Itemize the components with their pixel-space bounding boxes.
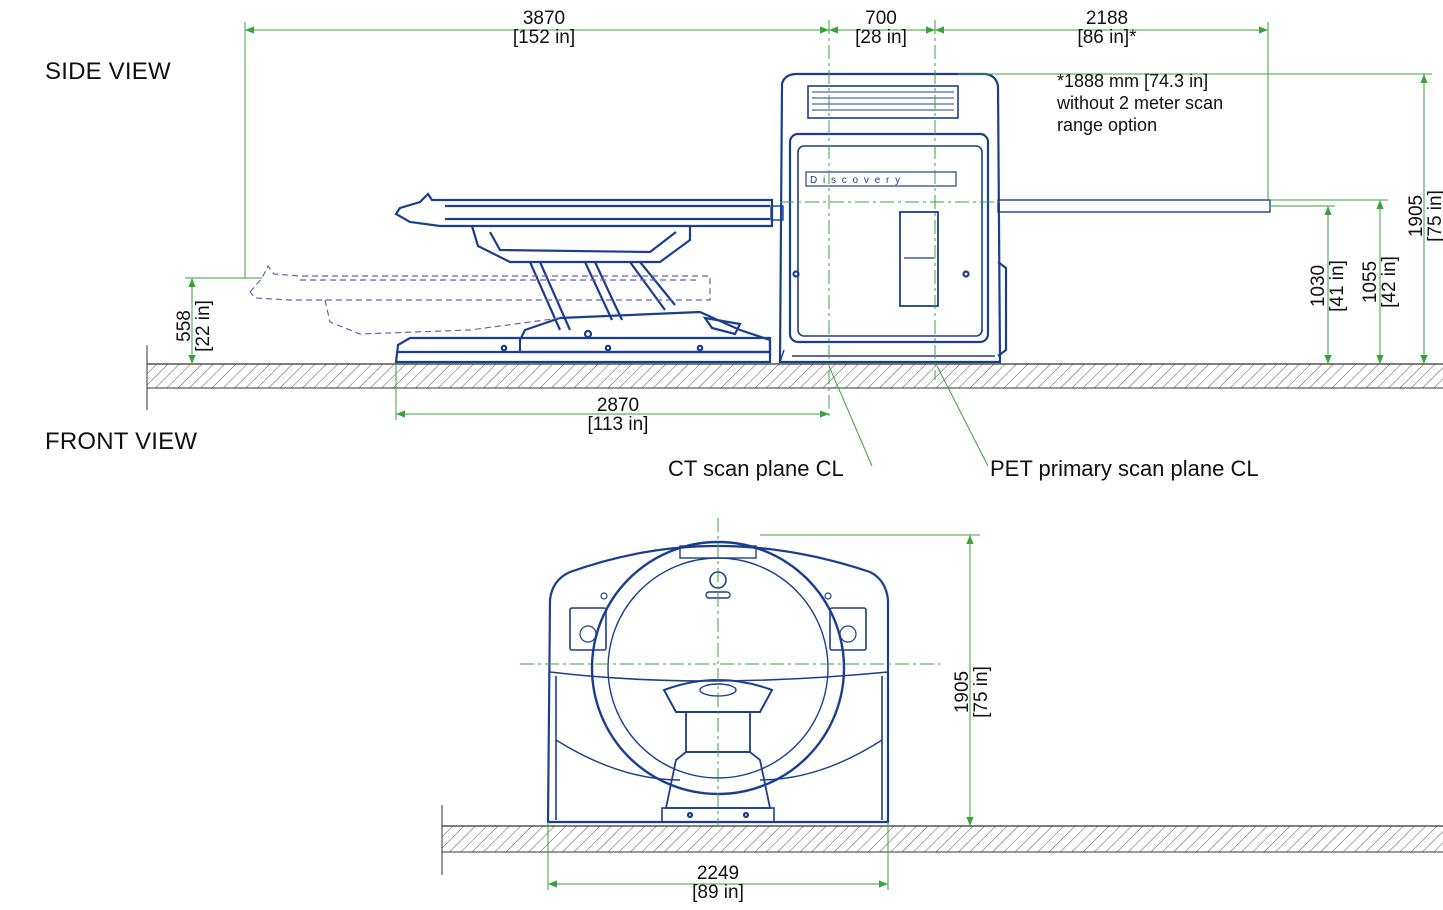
front-view (441, 518, 1443, 890)
dim-base-length-in: [113 in] (587, 414, 649, 435)
dim-scan-plane-gap: 700 [28 in] (841, 9, 921, 47)
dim-table-height-b-in: [42 in] (1379, 256, 1400, 308)
dim-gantry-height-mm: 1905 (1406, 194, 1427, 238)
lowered-table-outline (249, 264, 711, 335)
ct-scan-plane-label: CT scan plane CL (668, 456, 844, 481)
front-dim-width: 2249 [89 in] (673, 864, 763, 902)
dim-overall-length-in: [152 in] (512, 27, 576, 48)
side-floor (146, 345, 1443, 410)
side-view: D i s c o v e r y (146, 72, 1443, 410)
front-floor (441, 805, 1443, 875)
dim-base-length-mm: 2870 (596, 395, 640, 416)
footnote: *1888 mm [74.3 in] without 2 meter scan … (1057, 70, 1223, 136)
front-dim-height-mm: 1905 (952, 670, 973, 714)
front-gantry (546, 540, 890, 824)
gantry-brand: D i s c o v e r y (810, 175, 902, 186)
dim-scan-plane-gap-mm: 700 (865, 8, 897, 29)
dim-gantry-height-in: [75 in] (1425, 190, 1443, 242)
side-dimension-lines (185, 20, 1432, 467)
dim-table-extension-in: [86 in]* (1077, 27, 1137, 48)
side-view-title: SIDE VIEW (45, 58, 171, 85)
side-gantry (770, 72, 1008, 364)
footnote-line-1: *1888 mm [74.3 in] (1057, 71, 1209, 91)
dim-base-length: 2870 [113 in] (573, 396, 663, 434)
dim-table-height-a-in: [41 in] (1327, 260, 1348, 312)
dim-scan-plane-gap-in: [28 in] (855, 27, 907, 48)
patient-table (394, 192, 774, 364)
footnote-line-2: without 2 meter scan (1057, 93, 1224, 113)
dim-low-table-height: 558 [22 in] (174, 286, 215, 366)
dim-overall-length-mm: 3870 (522, 8, 566, 29)
dim-table-height-b: 1055 [42 in] (1360, 237, 1401, 327)
dim-table-height-b-mm: 1055 (1360, 260, 1381, 304)
pet-scan-plane-label: PET primary scan plane CL (990, 456, 1259, 481)
table-extension (997, 199, 1271, 213)
dim-table-extension: 2188 [86 in]* (1062, 9, 1152, 47)
front-dim-width-in: [89 in] (692, 882, 744, 903)
front-view-title: FRONT VIEW (45, 428, 198, 455)
dim-table-height-a: 1030 [41 in] (1308, 241, 1349, 331)
dim-table-extension-mm: 2188 (1085, 8, 1129, 29)
footnote-line-3: range option (1057, 115, 1158, 135)
dim-low-table-height-mm: 558 (174, 310, 195, 342)
dim-low-table-height-in: [22 in] (193, 300, 214, 352)
front-dim-width-mm: 2249 (696, 863, 740, 884)
dim-gantry-height: 1905 [75 in] (1406, 171, 1443, 261)
dim-table-height-a-mm: 1030 (1308, 264, 1329, 308)
dim-overall-length: 3870 [152 in] (504, 9, 584, 47)
front-dimension-lines (520, 518, 980, 890)
front-dim-height: 1905 [75 in] (952, 647, 993, 737)
front-dim-height-in: [75 in] (971, 666, 992, 718)
